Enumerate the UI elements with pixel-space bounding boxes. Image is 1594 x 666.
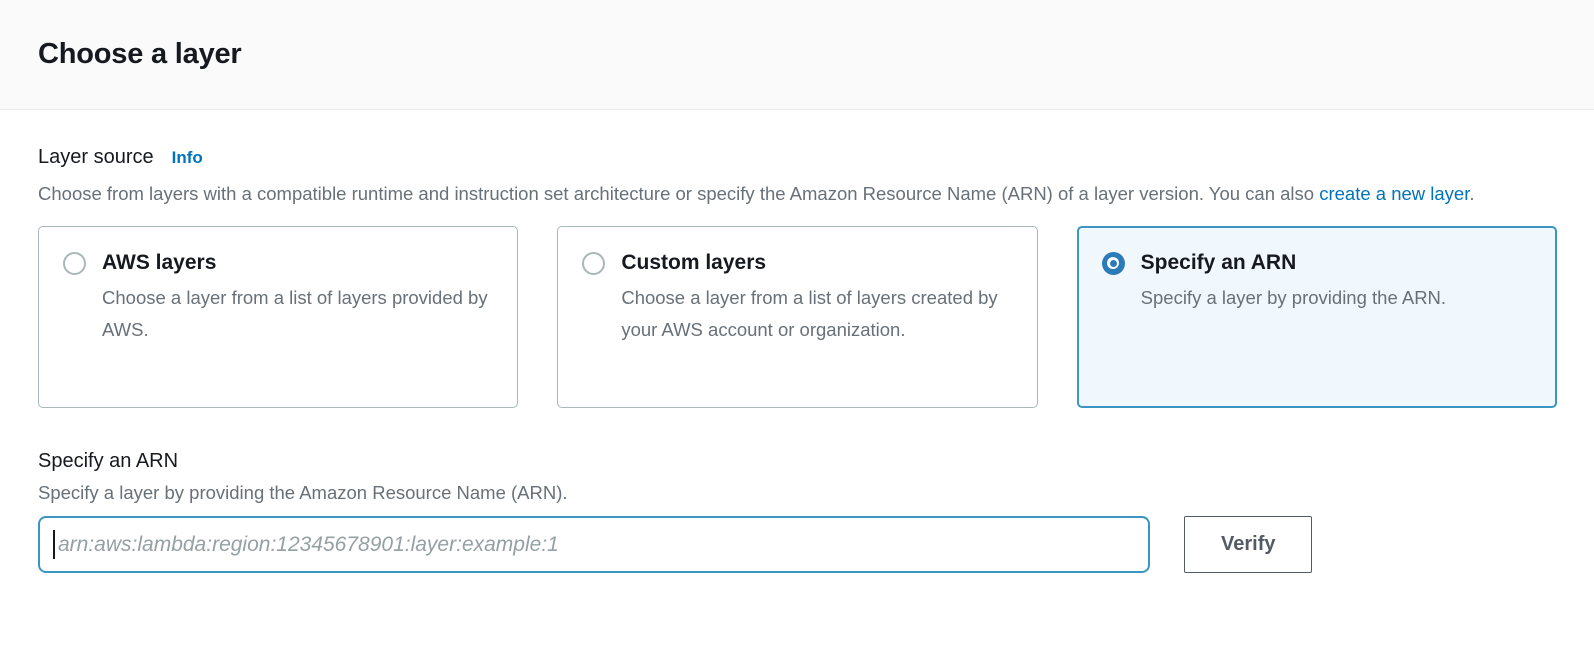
create-new-layer-link[interactable]: create a new layer [1319,183,1470,204]
radio-custom-layers[interactable] [582,251,606,275]
specify-arn-row: Verify [38,516,1557,573]
arn-input-wrapper [38,516,1150,573]
layer-source-options: AWS layers Choose a layer from a list of… [38,226,1557,408]
option-card-specify-arn[interactable]: Specify an ARN Specify a layer by provid… [1076,226,1557,408]
radio-specify-arn[interactable] [1101,251,1125,275]
layer-source-description: Choose from layers with a compatible run… [38,177,1518,211]
option-card-specify-arn-header: Specify an ARN [1101,251,1532,275]
layer-source-section: Layer source Info Choose from layers wit… [38,146,1557,408]
option-card-custom-layers-header: Custom layers [582,251,1012,275]
specify-arn-section: Specify an ARN Specify a layer by provid… [38,450,1557,573]
specify-arn-title: Specify an ARN [38,450,179,472]
info-link[interactable]: Info [171,148,203,167]
radio-dot [1109,259,1117,267]
option-card-custom-layers[interactable]: Custom layers Choose a layer from a list… [557,226,1038,408]
layer-source-label: Layer source [38,146,154,168]
specify-arn-description: Specify a layer by providing the Amazon … [38,482,568,503]
option-card-aws-layers[interactable]: AWS layers Choose a layer from a list of… [38,226,519,408]
radio-aws-layers[interactable] [63,251,86,275]
dialog-title: Choose a layer [38,38,242,70]
description-period: . [1469,183,1475,204]
dialog-body: Layer source Info Choose from layers wit… [0,110,1594,573]
text-cursor [53,530,55,559]
option-description-custom-layers: Choose a layer from a list of layers cre… [621,287,998,340]
layer-source-label-row: Layer source Info [38,146,1557,169]
option-description-aws-layers: Choose a layer from a list of layers pro… [102,287,488,340]
radio-ring [1107,257,1120,269]
option-title-custom-layers: Custom layers [621,251,767,274]
option-card-aws-layers-header: AWS layers [63,251,493,275]
option-description-specify-arn: Specify a layer by providing the ARN. [1140,287,1447,308]
dialog-header: Choose a layer [0,0,1594,110]
option-title-specify-arn: Specify an ARN [1140,251,1297,274]
verify-button[interactable]: Verify [1184,516,1313,573]
layer-source-description-text: Choose from layers with a compatible run… [38,183,1320,204]
option-title-aws-layers: AWS layers [102,251,217,274]
arn-input[interactable] [38,516,1150,573]
